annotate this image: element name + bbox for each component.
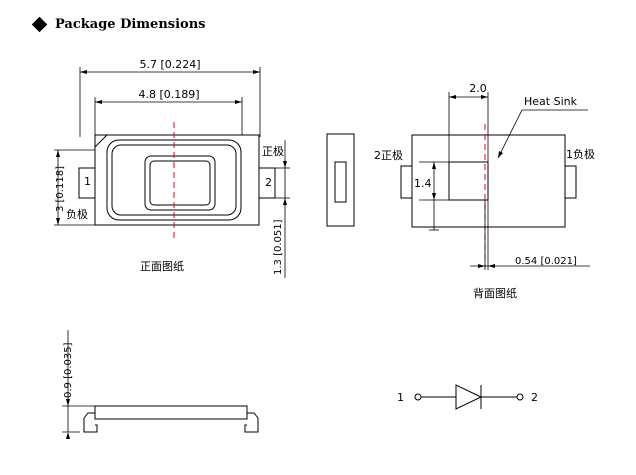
symbol-terminal-2 (516, 393, 524, 401)
front-caption: 正面图纸 (140, 260, 184, 273)
front-view: 5.7 [0.224] 4.8 [0.189] 1 2 正极 负极 3 [0.1… (54, 58, 290, 278)
front-lead-left (78, 167, 96, 199)
profile-lead-left (83, 412, 98, 433)
dim-pad-height-label: 1.4 (414, 177, 432, 190)
back-view: 2.0 Heat Sink 1.4 0.54 [0.021] 2正极 1负极 (374, 82, 595, 300)
dim-lead-label: 1.3 [0.051] (273, 219, 284, 275)
dim-pad-width-label: 2.0 (469, 82, 487, 95)
front-pin1-label: 1 (84, 175, 91, 188)
dim-height-label: 3 [0.118] (55, 166, 66, 212)
dim-length-label: 5.7 [0.224] (139, 58, 200, 71)
front-lead-right (258, 167, 276, 199)
symbol-pin1-label: 1 (397, 391, 404, 404)
heat-sink-pad (448, 161, 489, 201)
side-profile: 0.9 [0.035] (62, 330, 259, 439)
diode-triangle-icon (455, 384, 483, 410)
profile-lead-right (244, 412, 259, 433)
back-lead-left (400, 165, 413, 199)
front-pin2-label: 2 (265, 176, 272, 189)
symbol-terminal-1 (414, 393, 422, 401)
diode-symbol: 1 2 (397, 384, 538, 410)
chip-area-inner (149, 160, 211, 206)
section-title: Package Dimensions (55, 17, 206, 32)
section-header: Package Dimensions (31, 16, 206, 33)
symbol-pin2-label: 2 (531, 391, 538, 404)
heat-sink-label: Heat Sink (524, 95, 578, 108)
back-pin1-label: 1负极 (566, 147, 595, 161)
back-pin2-label: 2正极 (374, 148, 403, 162)
back-caption: 背面图纸 (473, 286, 517, 300)
side-lead (334, 161, 347, 203)
corner-chamfer (94, 134, 108, 148)
front-anode-label: 正极 (262, 144, 284, 158)
side-view-narrow (326, 133, 355, 227)
profile-body (94, 405, 248, 420)
heat-sink-leader (497, 109, 523, 159)
dim-inner-label: 4.8 [0.189] (138, 88, 199, 101)
back-lead-right (564, 165, 577, 199)
dim-offset-label: 0.54 [0.021] (515, 256, 577, 267)
dim-thickness-label: 0.9 [0.035] (63, 342, 74, 398)
side-body (326, 133, 355, 227)
front-cathode-label: 负极 (66, 207, 88, 221)
chip-area-outer (144, 155, 216, 211)
lens-outer (106, 139, 242, 221)
